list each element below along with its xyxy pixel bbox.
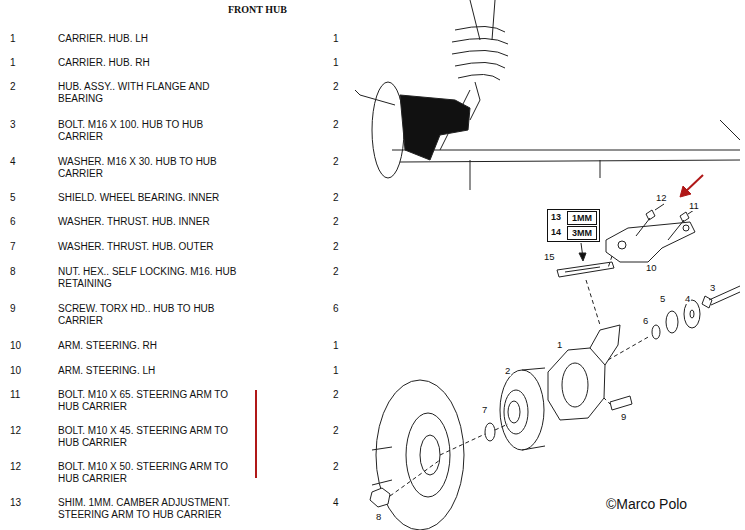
callout-number: 8 [375,512,382,522]
quantity: 1 [333,57,339,69]
quantity: 4 [333,497,339,509]
item-number: 12 [10,425,21,437]
callout-number: 12 [655,193,668,203]
part-description: BOLT. M10 X 45. STEERING ARM TO HUB CARR… [58,425,250,449]
quantity: 2 [333,81,339,93]
part-description: BOLT. M10 X 65. STEERING ARM TO HUB CARR… [58,389,250,413]
part-description: BOLT. M16 X 100. HUB TO HUB CARRIER [58,119,250,143]
quantity: 6 [333,303,339,315]
quantity: 2 [333,192,339,204]
callout-number: 7 [481,405,488,415]
part-description: WASHER. THRUST. HUB. INNER [58,216,250,228]
quantity: 2 [333,461,339,473]
shim-number: 13 [551,212,561,222]
item-number: 13 [10,497,21,509]
part-description: CARRIER. HUB. RH [58,57,250,69]
part-description: NUT. HEX.. SELF LOCKING. M16. HUB RETAIN… [58,266,250,290]
item-number: 5 [10,192,16,204]
part-description: HUB. ASSY.. WITH FLANGE AND BEARING [58,81,250,105]
item-number: 6 [10,216,16,228]
callout-number: 9 [620,412,627,422]
callout-number: 5 [659,294,666,304]
item-number: 1 [10,33,16,45]
part-description: WASHER. THRUST. HUB. OUTER [58,241,250,253]
item-number: 12 [10,461,21,473]
item-number: 11 [10,389,20,401]
part-description: SHIM. 1MM. CAMBER ADJUSTMENT. STEERING A… [58,497,250,521]
quantity: 1 [333,340,339,352]
quantity: 2 [333,266,339,278]
shim-size-box: 1MM [567,211,597,225]
item-number: 8 [10,266,16,278]
item-number: 10 [10,365,21,377]
shim-number: 14 [551,227,561,237]
callout-number: 15 [543,252,556,262]
part-description: CARRIER. HUB. LH [58,33,250,45]
shim-size: 3MM [572,228,592,238]
watermark: ©Marco Polo [606,496,687,512]
part-description: SCREW. TORX HD.. HUB TO HUB CARRIER [58,303,250,327]
callout-number: 4 [684,294,691,304]
item-number: 3 [10,119,16,131]
callout-number: 11 [688,201,700,211]
part-description: WASHER. M16 X 30. HUB TO HUB CARRIER [58,156,250,180]
list-title: FRONT HUB [228,4,287,16]
item-number: 1 [10,57,16,69]
quantity: 2 [333,389,339,401]
quantity: 1 [333,33,339,45]
part-description: ARM. STEERING. LH [58,365,250,377]
item-number: 10 [10,340,21,352]
part-description: ARM. STEERING. RH [58,340,250,352]
part-description: BOLT. M10 X 50. STEERING ARM TO HUB CARR… [58,461,250,485]
quantity: 2 [333,425,339,437]
callout-number: 3 [709,283,716,293]
item-number: 7 [10,241,16,253]
item-number: 2 [10,81,16,93]
shim-size-box: 3MM [567,226,597,240]
quantity: 2 [333,119,339,131]
item-number: 9 [10,303,16,315]
callout-number: 6 [642,316,649,326]
callout-number: 10 [645,263,658,273]
shim-box: 13 14 1MM 3MM [547,209,600,242]
quantity: 2 [333,241,339,253]
item-number: 4 [10,156,16,168]
callout-number: 2 [504,366,511,376]
part-description: SHIELD. WHEEL BEARING. INNER [58,192,250,204]
shim-size: 1MM [572,213,592,223]
quantity: 2 [333,216,339,228]
quantity: 2 [333,156,339,168]
callout-number: 1 [556,340,563,350]
quantity: 1 [333,365,339,377]
